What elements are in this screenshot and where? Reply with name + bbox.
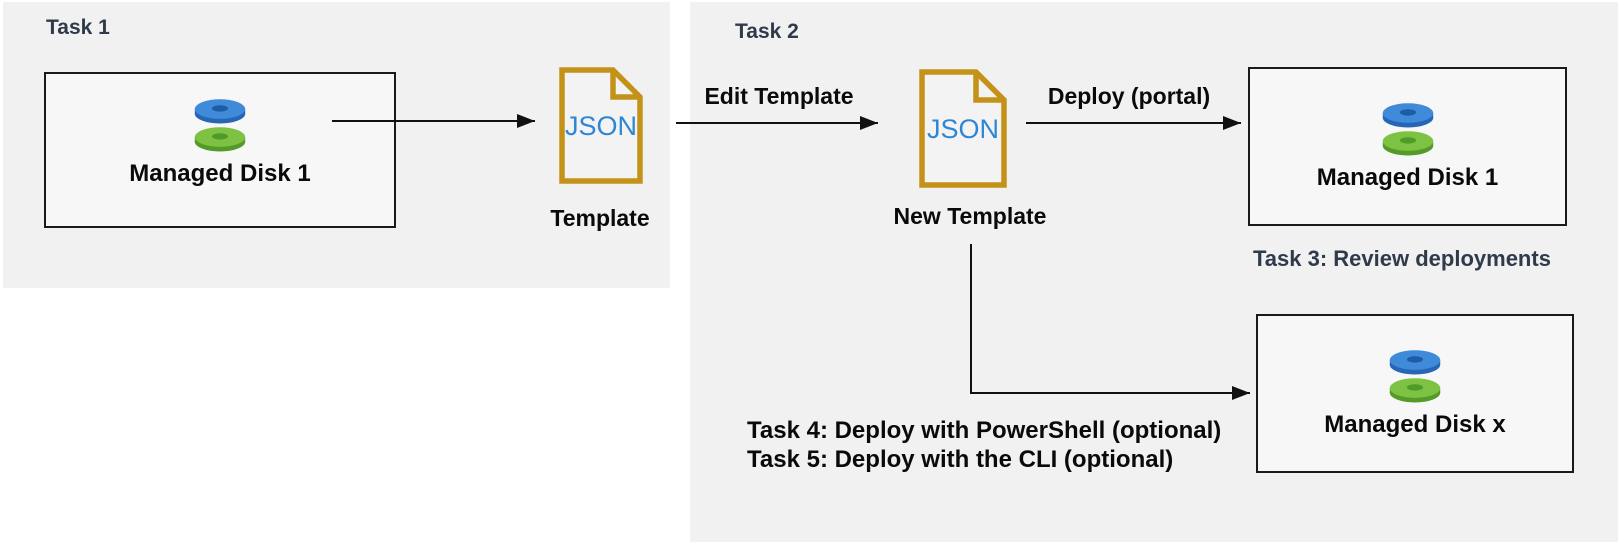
new-template-caption: New Template: [893, 203, 1047, 229]
task1-heading: Task 1: [46, 16, 110, 39]
managed-disk-1-source-label: Managed Disk 1: [129, 160, 311, 187]
managed-disk-1-source-box: Managed Disk 1: [44, 72, 396, 228]
json-file-icon: JSON: [559, 67, 643, 184]
managed-disk-icon: [1389, 350, 1441, 403]
task2-heading: Task 2: [735, 20, 799, 43]
task5-caption: Task 5: Deploy with the CLI (optional): [747, 446, 1174, 473]
managed-disk-1-deployed-box: Managed Disk 1: [1248, 67, 1567, 226]
managed-disk-x-box: Managed Disk x: [1256, 314, 1574, 473]
managed-disk-icon: [1382, 103, 1433, 156]
task4-caption: Task 4: Deploy with PowerShell (optional…: [747, 417, 1222, 444]
json-file-text: JSON: [565, 111, 637, 141]
task3-heading: Task 3: Review deployments: [1253, 246, 1551, 271]
json-file-icon: JSON: [919, 69, 1007, 188]
managed-disk-x-label: Managed Disk x: [1324, 411, 1506, 438]
task4-task5-captions: Task 4: Deploy with PowerShell (optional…: [747, 416, 1221, 474]
template-caption: Template: [550, 205, 650, 231]
managed-disk-icon: [194, 99, 246, 152]
managed-disk-1-deployed-label: Managed Disk 1: [1316, 164, 1499, 191]
deploy-portal-arrow-label: Deploy (portal): [1047, 83, 1211, 109]
json-file-text: JSON: [927, 114, 999, 144]
edit-template-arrow-label: Edit Template: [704, 83, 854, 109]
